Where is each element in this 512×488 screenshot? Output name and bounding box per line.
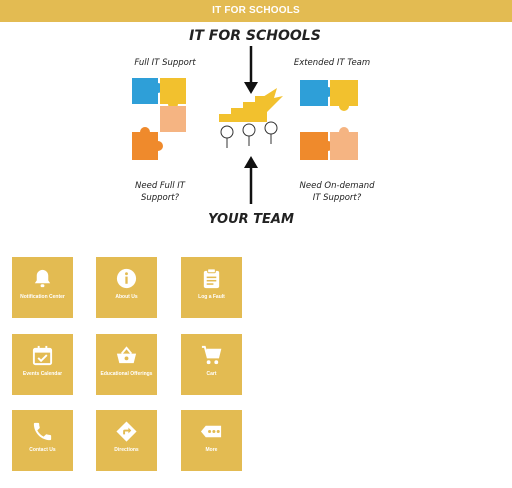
caption-need-full-it-2: Support? <box>141 193 180 203</box>
about-us-button[interactable]: About Us <box>96 257 157 318</box>
caption-full-it-support: Full IT Support <box>134 58 196 68</box>
tile-label: Contact Us <box>29 447 56 453</box>
notification-center-button[interactable]: Notification Center <box>12 257 73 318</box>
educational-offerings-button[interactable]: Educational Offerings <box>96 334 157 395</box>
tile-label: Cart <box>206 371 217 377</box>
clipboard-icon <box>203 268 220 289</box>
tile-label: About Us <box>115 294 138 300</box>
puzzle-left-icon <box>132 78 186 160</box>
caption-extended-it-team: Extended IT Team <box>294 58 370 68</box>
down-arrow-icon <box>244 46 258 94</box>
caption-need-on-demand-2: IT Support? <box>313 193 362 203</box>
tile-label: More <box>205 447 218 453</box>
bell-icon <box>34 269 51 288</box>
log-a-fault-button[interactable]: Log a Fault <box>181 257 242 318</box>
tile-label: Notification Center <box>20 294 65 300</box>
cart-icon <box>201 345 222 365</box>
tile-label: Directions <box>114 447 139 453</box>
info-icon <box>116 268 137 289</box>
phone-icon <box>33 422 52 441</box>
hero-illustration: IT FOR SCHOOLS Full IT Support Extended … <box>132 28 376 227</box>
directions-button[interactable]: Directions <box>96 410 157 471</box>
up-arrow-icon <box>244 156 258 204</box>
calendar-check-icon <box>32 345 53 366</box>
hero-title: IT FOR SCHOOLS <box>189 28 321 44</box>
more-icon <box>200 425 222 438</box>
tile-label: Educational Offerings <box>100 371 153 377</box>
events-calendar-button[interactable]: Events Calendar <box>12 334 73 395</box>
caption-need-on-demand-1: Need On-demand <box>300 181 376 191</box>
puzzle-right-icon <box>300 80 358 160</box>
cart-button[interactable]: Cart <box>181 334 242 395</box>
directions-icon <box>116 421 137 442</box>
app-title-bar: IT FOR SCHOOLS <box>0 0 512 22</box>
contact-us-button[interactable]: Contact Us <box>12 410 73 471</box>
hero-banner: IT FOR SCHOOLS Full IT Support Extended … <box>127 22 383 228</box>
caption-need-full-it-1: Need Full IT <box>135 181 186 191</box>
app-title: IT FOR SCHOOLS <box>212 5 300 16</box>
more-button[interactable]: More <box>181 410 242 471</box>
tile-label: Events Calendar <box>22 371 63 377</box>
team-figures-icon <box>219 88 283 148</box>
basket-icon <box>116 346 137 364</box>
tile-label: Log a Fault <box>198 294 225 300</box>
hero-footer: YOUR TEAM <box>208 212 294 227</box>
